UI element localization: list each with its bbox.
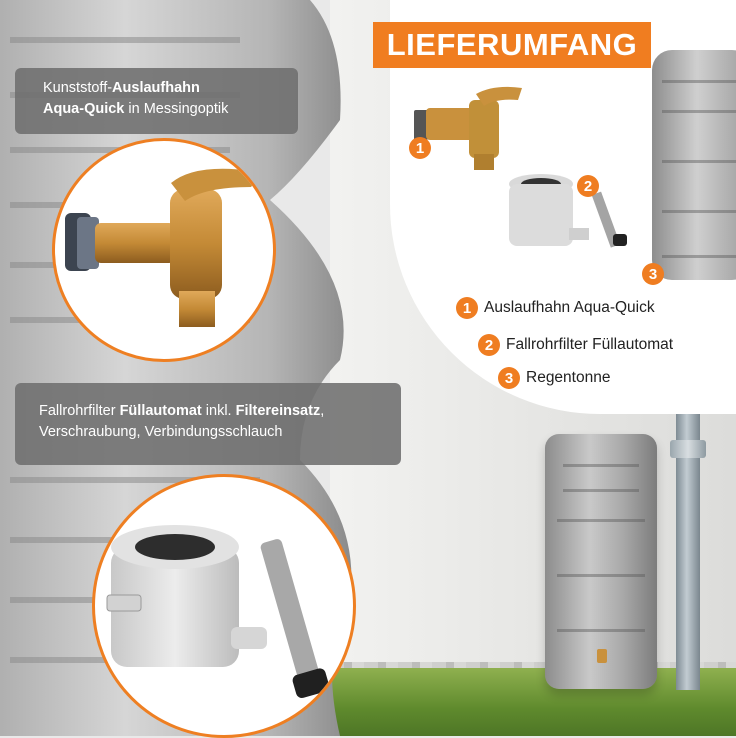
legend-item-1: 1 Auslaufhahn Aqua-Quick <box>456 297 655 319</box>
legend-item-2: 2 Fallrohrfilter Füllautomat <box>478 334 673 356</box>
callout-text: inkl. <box>201 403 236 419</box>
title-banner: LIEFERUMFANG <box>373 22 651 68</box>
legend-item-3: 3 Regentonne <box>498 367 610 389</box>
filter-image-small <box>509 174 627 248</box>
callout-text: Verschraubung, Verbindungsschlauch <box>39 424 283 440</box>
callout-text: Kunststoff- <box>43 80 113 96</box>
legend-label: Regentonne <box>526 369 611 386</box>
callout-bold: Auslaufhahn <box>112 80 200 96</box>
badge-1: 1 <box>409 137 431 159</box>
badge-2: 2 <box>577 175 599 197</box>
callout-bold: Filtereinsatz <box>235 403 321 419</box>
legend-badge: 2 <box>478 334 500 356</box>
legend-badge: 1 <box>456 297 478 319</box>
callout-tap: Kunststoff-Auslaufhahn Aqua-Quick in Mes… <box>15 68 298 134</box>
tap-detail-circle <box>52 138 276 362</box>
callout-bold: Aqua-Quick <box>43 101 125 117</box>
downpipe-clip <box>670 440 706 458</box>
lawn <box>330 668 736 736</box>
rain-tank-installed <box>545 434 657 689</box>
legend-badge: 3 <box>498 367 520 389</box>
tap-illustration <box>65 168 257 327</box>
callout-text: in Messingoptik <box>124 101 229 117</box>
tap-image-small <box>414 86 522 170</box>
rain-tank-product <box>652 50 736 280</box>
legend-label: Fallrohrfilter Füllautomat <box>506 336 674 353</box>
tap-on-tank <box>597 649 607 663</box>
callout-text: , <box>320 403 325 419</box>
callout-bold: Füllautomat <box>119 403 202 419</box>
callout-text: Fallrohrfilter <box>39 403 120 419</box>
legend-label: Auslaufhahn Aqua-Quick <box>484 299 655 316</box>
downpipe <box>676 380 700 690</box>
callout-filter: Fallrohrfilter Füllautomat inkl. Filtere… <box>15 383 401 465</box>
filter-detail-circle <box>92 474 356 738</box>
badge-3: 3 <box>642 263 664 285</box>
filter-illustration <box>106 525 330 698</box>
